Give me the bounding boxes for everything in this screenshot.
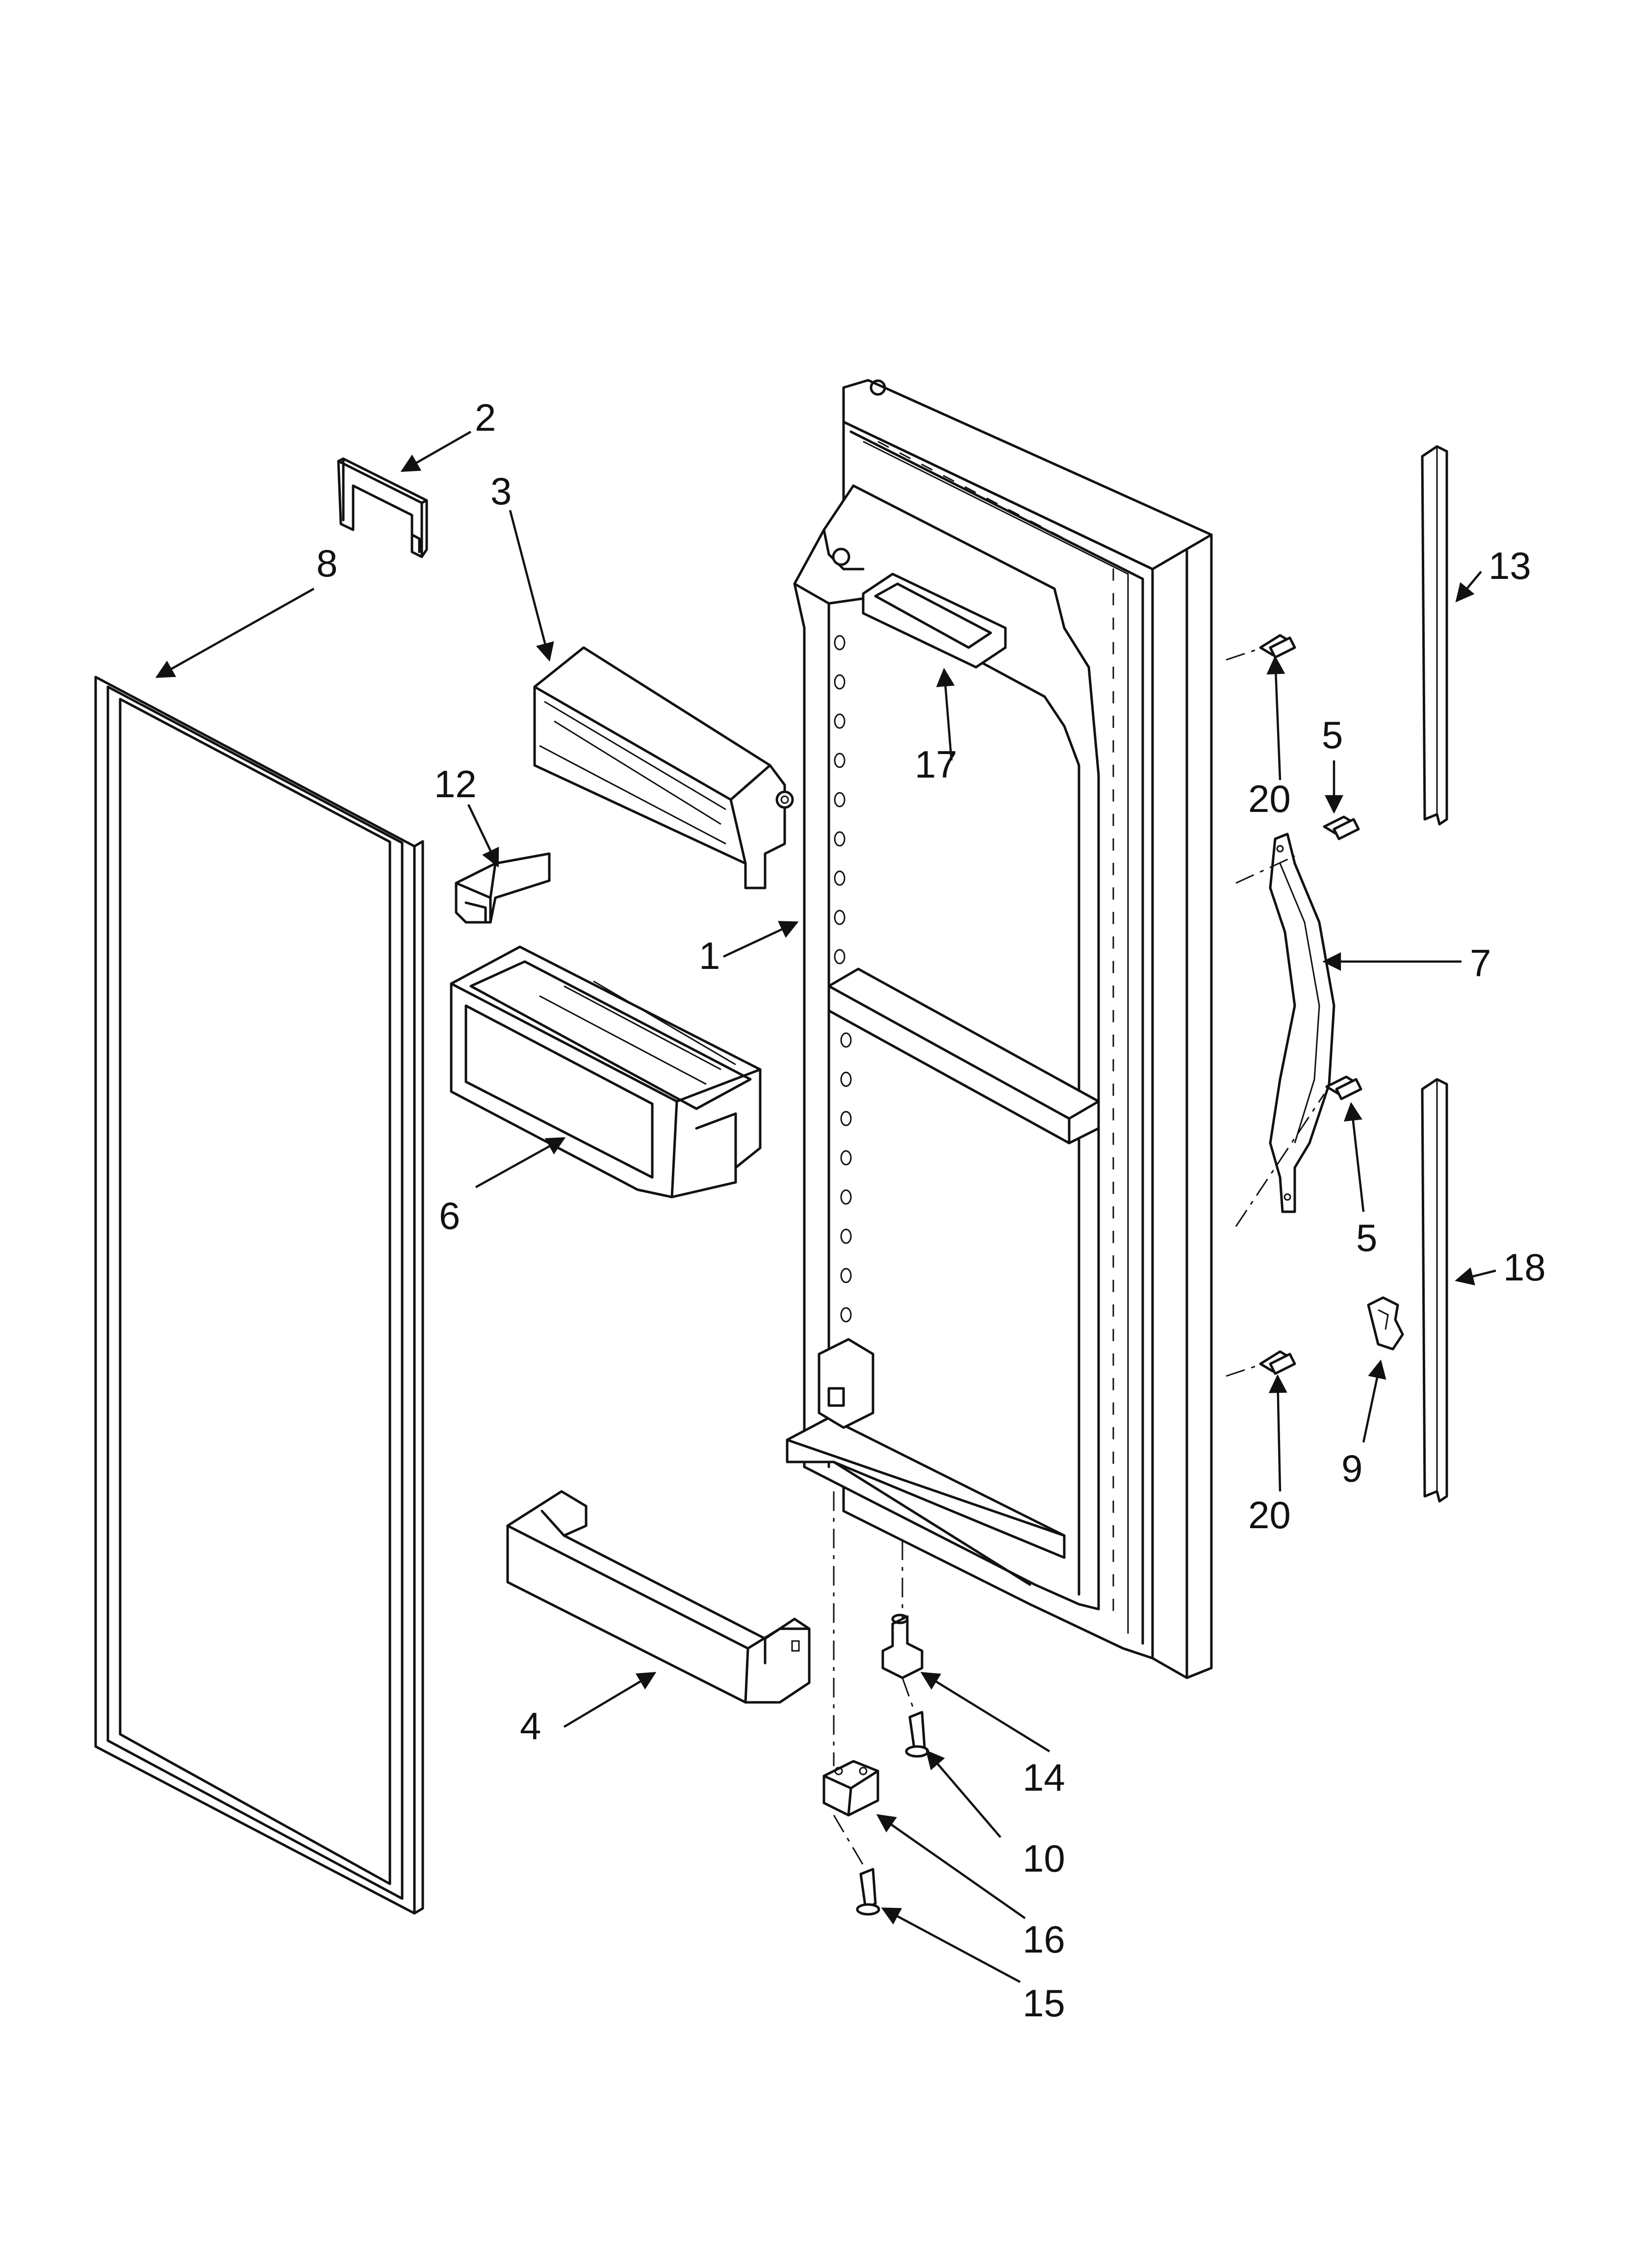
callout-18: 18 <box>1503 1246 1546 1289</box>
leader-2 <box>400 431 472 472</box>
door-handle <box>1269 833 1335 1213</box>
callout-14: 14 <box>1023 1756 1065 1799</box>
leader-20-lower <box>1268 1374 1287 1492</box>
callout-12: 12 <box>434 762 477 806</box>
leader-10 <box>925 1750 1001 1838</box>
callout-4: 4 <box>520 1704 541 1747</box>
callout-3: 3 <box>490 469 512 513</box>
hinge-bracket-screw <box>856 1868 880 1916</box>
assembly-lines <box>833 647 1325 1870</box>
door-bin <box>450 945 762 1199</box>
callout-2: 2 <box>475 396 496 439</box>
trim-upper <box>1421 445 1448 826</box>
hinge-pin <box>881 1614 924 1679</box>
door-gasket <box>94 676 424 1915</box>
callout-10: 10 <box>1023 1837 1065 1880</box>
leader-16 <box>876 1814 1026 1919</box>
screw-handle-upper <box>1323 815 1360 840</box>
leader-3 <box>509 510 554 662</box>
screw-trim-lower <box>1259 1350 1296 1375</box>
leader-lines <box>155 431 1496 1983</box>
leader-6 <box>475 1137 566 1188</box>
bracket-upper <box>337 457 428 558</box>
hinge-bracket <box>822 1760 879 1817</box>
hinge-screw <box>905 1711 929 1758</box>
callout-15: 15 <box>1023 1981 1065 2025</box>
leader-8 <box>155 588 315 678</box>
leader-4 <box>563 1672 657 1728</box>
leader-18 <box>1455 1267 1496 1286</box>
shelf-retainer-clip <box>455 852 551 924</box>
leader-20-upper <box>1266 655 1285 781</box>
shelf-holes <box>834 635 852 1323</box>
callout-20-lower: 20 <box>1248 1493 1291 1537</box>
lower-door-shelf <box>506 1490 811 1704</box>
screw-handle-lower <box>1325 1075 1362 1100</box>
callout-13: 13 <box>1488 544 1531 587</box>
callout-6: 6 <box>439 1194 460 1237</box>
leader-1 <box>723 921 799 958</box>
callout-8: 8 <box>316 542 337 585</box>
leader-12 <box>467 804 499 868</box>
leader-5-lower <box>1343 1102 1365 1212</box>
dairy-compartment-door <box>533 646 794 889</box>
callout-20-upper: 20 <box>1248 777 1291 820</box>
callout-16: 16 <box>1023 1918 1065 1961</box>
callout-7: 7 <box>1470 941 1491 985</box>
callout-17: 17 <box>915 743 957 786</box>
leader-15 <box>881 1907 1021 1983</box>
callout-5-lower: 5 <box>1356 1216 1377 1259</box>
leader-17 <box>936 668 955 761</box>
callout-1: 1 <box>699 934 720 977</box>
leader-13 <box>1455 571 1482 602</box>
callout-5-upper: 5 <box>1322 713 1343 756</box>
callout-9: 9 <box>1341 1447 1362 1490</box>
refrigerator-door <box>786 379 1213 1679</box>
leader-9 <box>1362 1359 1386 1443</box>
leader-14 <box>920 1672 1051 1752</box>
callout-labels: 2 3 8 12 1 6 4 17 13 20 5 7 5 18 20 9 14… <box>316 396 1546 2025</box>
screw-trim-upper <box>1259 634 1296 659</box>
trim-clip <box>1367 1296 1404 1351</box>
trim-lower <box>1421 1078 1448 1503</box>
